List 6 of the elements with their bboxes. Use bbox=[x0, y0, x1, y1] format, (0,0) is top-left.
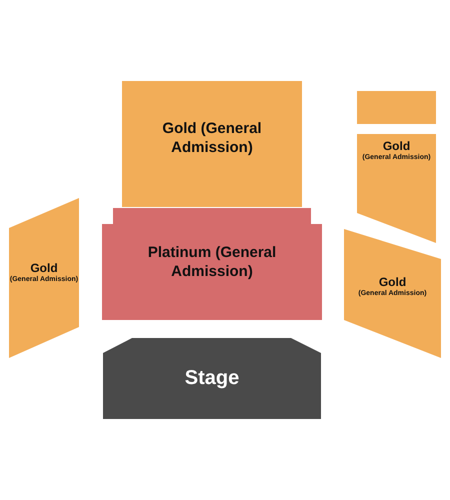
section-label: Gold bbox=[382, 139, 410, 154]
section-label: Stage bbox=[184, 366, 240, 391]
section-label: Gold bbox=[378, 275, 406, 290]
section-label: Gold (General Admission) bbox=[161, 120, 263, 158]
section-label: Gold bbox=[30, 261, 58, 276]
section-label: Platinum (General Admission) bbox=[146, 244, 278, 282]
